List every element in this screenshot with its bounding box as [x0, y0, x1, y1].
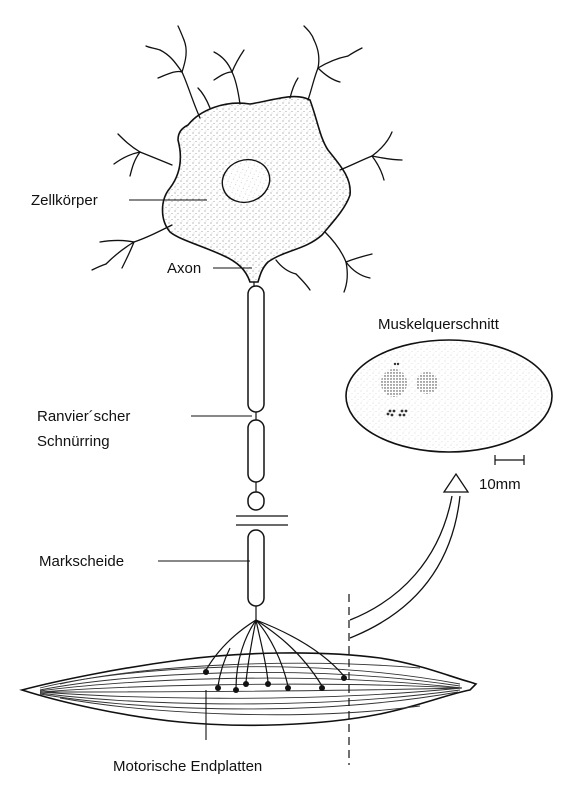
scale-bar: [495, 455, 524, 465]
arrow-head: [444, 474, 468, 492]
section-arrow: [350, 496, 460, 638]
myelin-segment: [248, 420, 264, 482]
myelin-segment: [248, 286, 264, 412]
label-axon: Axon: [167, 260, 201, 277]
muscle-cross-section: [346, 340, 552, 452]
label-scale: 10mm: [479, 476, 521, 493]
label-node-line1: Ranvier´scher: [37, 408, 130, 425]
myelin-segment: [248, 492, 264, 510]
myelin-segment: [248, 530, 264, 606]
label-cross-section: Muskelquerschnitt: [378, 316, 500, 333]
label-node-line2: Schnürring: [37, 433, 110, 450]
axon: [236, 282, 288, 620]
muscle: [22, 653, 476, 725]
label-endplates: Motorische Endplatten: [113, 758, 262, 775]
label-myelin: Markscheide: [39, 553, 124, 570]
label-cell-body: Zellkörper: [31, 192, 98, 209]
